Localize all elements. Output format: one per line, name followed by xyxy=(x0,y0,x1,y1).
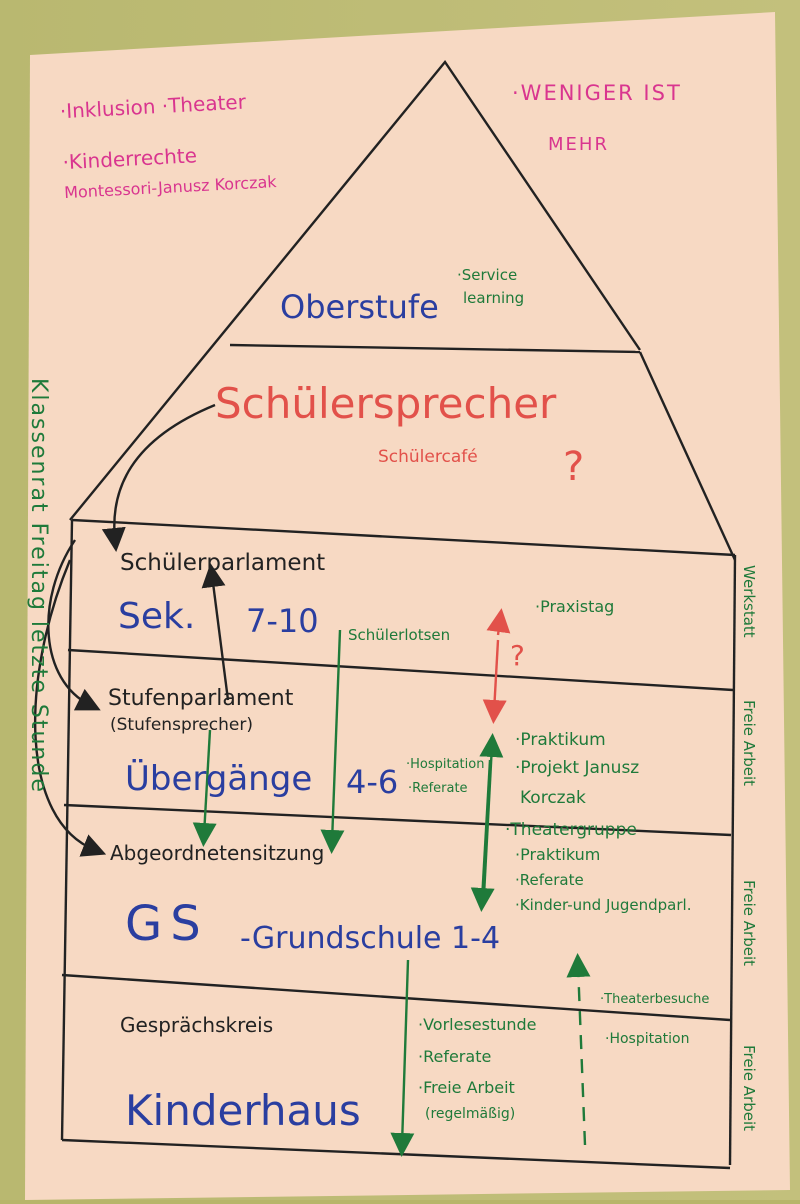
side-werkstatt: Werkstatt xyxy=(740,565,758,638)
label-grundschule: -Grundschule 1-4 xyxy=(240,921,500,956)
label-gs: GS xyxy=(125,896,209,952)
bullet-referate-gs: ·Referate xyxy=(515,871,584,889)
note-hospitation-4-6: ·Hospitation xyxy=(406,757,484,772)
bullet-kinder-jugendparl: ·Kinder-und Jugendparl. xyxy=(515,896,691,914)
bullet-projekt-janusz: ·Projekt Janusz xyxy=(515,758,639,778)
bullet-praktikum-1: ·Praktikum xyxy=(515,730,606,750)
side-text-klassenrat: Klassenrat Freitag letzte Stunde xyxy=(26,378,51,794)
bullet-freie-arbeit: ·Freie Arbeit xyxy=(418,1078,515,1097)
note-schuelerlotsen: Schülerlotsen xyxy=(348,626,450,644)
bullet-praktikum-2: ·Praktikum xyxy=(515,845,600,864)
label-sek: Sek. xyxy=(118,596,195,637)
label-stufensprecher: (Stufensprecher) xyxy=(110,715,253,735)
side-freie-arbeit-2: Freie Arbeit xyxy=(740,880,758,966)
label-gespraechskreis: Gesprächskreis xyxy=(120,1013,273,1037)
side-freie-arbeit-3: Freie Arbeit xyxy=(740,1045,758,1131)
label-uebergaenge-range: 4-6 xyxy=(346,763,398,801)
note-weniger-ist: ·WENIGER IST xyxy=(512,81,682,105)
arrows xyxy=(34,403,591,1157)
bullet-korczak: Korczak xyxy=(520,788,586,808)
poster-paper xyxy=(25,12,790,1200)
bullet-regelmaessig: (regelmäßig) xyxy=(425,1106,515,1122)
note-learning: learning xyxy=(463,289,524,307)
label-schuelersprecher: Schülersprecher xyxy=(215,379,557,428)
question-schuelersprecher: ? xyxy=(563,444,584,490)
bullet-vorlesestunde: ·Vorlesestunde xyxy=(418,1015,537,1034)
label-oberstufe: Oberstufe xyxy=(280,288,439,326)
label-kinderhaus: Kinderhaus xyxy=(125,1086,361,1135)
bullet-theatergruppe: ·Theatergruppe xyxy=(505,820,637,840)
note-mehr: MEHR xyxy=(548,134,609,155)
label-stufenparlament: Stufenparlament xyxy=(108,686,294,711)
note-service: ·Service xyxy=(457,266,517,284)
note-theaterbesuche: ·Theaterbesuche xyxy=(600,992,709,1007)
note-referate-4-6: ·Referate xyxy=(408,781,468,796)
bullet-referate-kh: ·Referate xyxy=(418,1047,491,1066)
question-sek: ? xyxy=(510,639,525,672)
label-abgeordnetensitzung: Abgeordnetensitzung xyxy=(110,841,324,865)
note-praxistag: ·Praxistag xyxy=(535,597,614,616)
label-sek-range: 7-10 xyxy=(246,602,319,640)
label-uebergaenge: Übergänge xyxy=(125,758,312,799)
note-hospitation-gs: ·Hospitation xyxy=(605,1031,690,1047)
note-schuelercafe: Schülercafé xyxy=(378,447,478,467)
side-freie-arbeit-1: Freie Arbeit xyxy=(740,700,758,786)
label-schuelerparlament: Schülerparlament xyxy=(120,550,325,576)
